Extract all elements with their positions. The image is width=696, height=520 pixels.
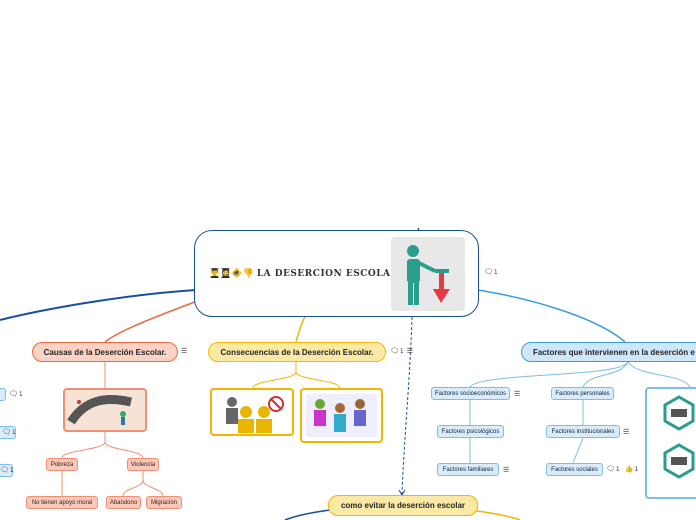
comment-icon: 🗨 — [484, 268, 493, 276]
factores-sociales-node[interactable]: Factores sociales — [546, 463, 603, 476]
causas-illustration — [63, 388, 147, 432]
consecuencias-note-badge[interactable]: 🗨 1 ☰ — [390, 347, 413, 355]
consecuencias-image-2 — [300, 388, 383, 443]
central-note-count: 1 — [493, 268, 498, 276]
central-emoji: 👨‍🎓👩‍🎓🚸👎 — [209, 268, 254, 279]
thumbs-up-icon: 👍 — [624, 465, 634, 473]
factores-illustration — [645, 387, 696, 499]
hexagon-icons — [663, 395, 695, 479]
factores-socioeconomicos-node[interactable]: Factores socioeconómicos — [431, 387, 510, 400]
comment-icon: 🗨 — [0, 466, 9, 474]
institucionales-menu-icon[interactable]: ☰ — [623, 428, 630, 436]
left-partial-node-2[interactable] — [0, 426, 16, 439]
comment-icon: 🗨 — [9, 390, 18, 398]
evitar-title: como evitar la deserción escolar — [340, 501, 466, 510]
menu-icon: ☰ — [406, 347, 413, 355]
pobreza-node[interactable]: Pobreza — [46, 458, 78, 471]
left-partial-node-1[interactable] — [0, 388, 6, 401]
left-note-badge-2[interactable]: 🗨 1 — [2, 428, 16, 436]
comment-icon: 🗨 — [2, 428, 11, 436]
dropout-illustration-icon — [65, 390, 145, 430]
factores-psicologicos-node[interactable]: Factores psicológicos — [437, 425, 504, 438]
consecuencias-topic[interactable]: Consecuencias de la Deserción Escolar. — [208, 342, 386, 362]
students-group-icon — [226, 396, 284, 433]
left-note-badge-1[interactable]: 🗨 1 — [9, 390, 23, 398]
consecuencias-title: Consecuencias de la Deserción Escolar. — [220, 347, 374, 357]
no-apoyo-moral-node[interactable]: No tienen apoyo moral — [26, 496, 98, 509]
factores-title: Factores que intervienen en la deserción… — [533, 347, 695, 357]
students-photo-icon — [306, 394, 377, 437]
sociales-badges[interactable]: 🗨 1 👍 1 — [606, 465, 639, 473]
left-partial-node-3[interactable] — [0, 464, 13, 477]
central-title: LA DESERCION ESCOLAR — [256, 268, 399, 279]
factores-personales-node[interactable]: Factores personales — [551, 387, 614, 400]
causas-menu-icon[interactable]: ☰ — [181, 347, 188, 355]
evitar-topic[interactable]: como evitar la deserción escolar — [328, 495, 478, 516]
factores-institucionales-node[interactable]: Factores institucionales — [546, 425, 620, 438]
comment-icon: 🗨 — [606, 465, 615, 473]
central-illustration — [391, 237, 465, 311]
abandono-node[interactable]: Abandono — [106, 496, 141, 509]
comment-icon: 🗨 — [390, 347, 399, 355]
factores-topic[interactable]: Factores que intervienen en la deserción… — [521, 342, 696, 362]
familiares-menu-icon[interactable]: ☰ — [503, 466, 510, 474]
central-note-badge[interactable]: 🗨 1 — [484, 268, 498, 276]
socioeconomicos-menu-icon[interactable]: ☰ — [514, 390, 521, 398]
causas-topic[interactable]: Causas de la Deserción Escolar. — [32, 342, 178, 362]
left-note-badge-3[interactable]: 🗨 1 — [0, 466, 14, 474]
violencia-node[interactable]: Violencia — [127, 458, 159, 471]
factores-familiares-node[interactable]: Factores familiares — [437, 463, 499, 476]
central-topic[interactable]: 👨‍🎓👩‍🎓🚸👎 LA DESERCION ESCOLAR — [194, 230, 479, 317]
consecuencias-image-1 — [210, 388, 294, 436]
migracion-node[interactable]: Migración — [146, 496, 182, 509]
person-trash-icon — [407, 245, 450, 305]
causas-title: Causas de la Deserción Escolar. — [43, 347, 167, 357]
